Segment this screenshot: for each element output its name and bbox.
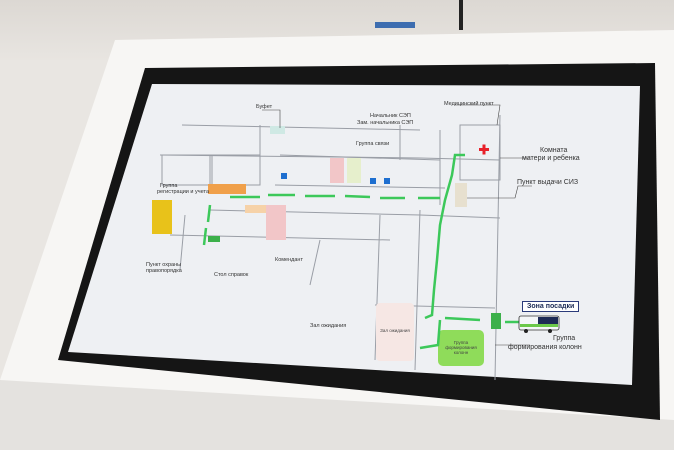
label-mother-child-1: Комната xyxy=(540,147,568,154)
convoy-group-room xyxy=(438,330,484,366)
label-mother-child-2: матери и ребенка xyxy=(522,155,580,162)
label-convoy-group-2: формирования колонн xyxy=(508,344,582,351)
sep-room xyxy=(330,158,344,183)
label-convoy-group-1: Группа xyxy=(553,335,576,342)
exit-sign xyxy=(491,313,501,329)
evacuation-route xyxy=(202,153,520,350)
label-info-desk: Стол справок xyxy=(214,272,249,278)
label-head-sep: Начальник СЭП xyxy=(370,113,411,119)
security-room xyxy=(152,200,172,234)
label-boarding-zone: Зона посадки xyxy=(522,301,580,312)
buffet-room xyxy=(270,126,285,134)
label-registration-2: регистрации и учета xyxy=(157,189,210,195)
label-security-2: правопорядка xyxy=(146,268,182,274)
label-medical-point: Медицинский пункт xyxy=(444,101,494,107)
commandant-room xyxy=(266,205,286,240)
label-waiting-hall: Зал ожидания xyxy=(310,323,347,329)
leader-lines xyxy=(262,104,532,346)
medical-cross-icon xyxy=(479,144,489,155)
room-waiting-hall: Зал ожидания xyxy=(380,328,410,333)
exit-sign-small xyxy=(208,236,220,242)
toilet-icons xyxy=(281,173,390,184)
label-deputy-sep: Зам. начальника СЭП xyxy=(357,120,414,126)
bus-icon xyxy=(518,315,560,333)
registration-room xyxy=(208,184,246,194)
screen xyxy=(68,84,640,385)
room-convoy-group: Группа формирования колонн xyxy=(445,340,477,355)
label-registration-1: Группа xyxy=(160,183,178,189)
label-commandant: Комендант xyxy=(275,257,303,263)
ppe-room xyxy=(455,183,467,207)
label-buffet: Буфет xyxy=(256,104,273,110)
comms-room xyxy=(347,158,361,183)
info-desk-room xyxy=(245,205,270,213)
kiosk-front xyxy=(0,380,674,450)
cable xyxy=(459,0,463,30)
floor-plan-walls xyxy=(159,114,501,381)
sticker xyxy=(375,22,415,28)
label-ppe-point: Пункт выдачи СИЗ xyxy=(517,179,579,186)
label-security-1: Пункт охраны xyxy=(146,262,182,268)
waiting-hall-room xyxy=(376,303,414,361)
label-comms-group: Группа связи xyxy=(356,141,390,147)
